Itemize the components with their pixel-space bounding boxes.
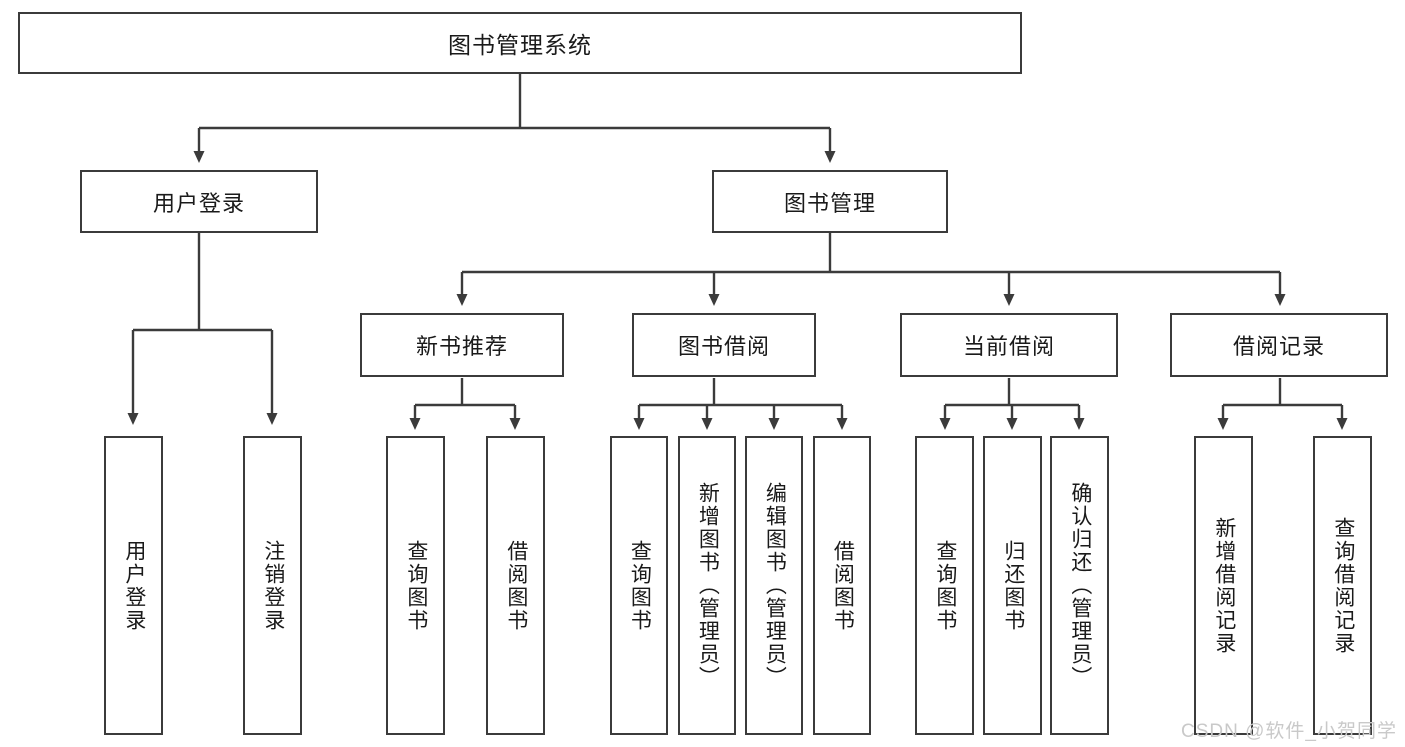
node-label: 新增图书（管理员）: [696, 482, 720, 689]
leaf-current-return-book[interactable]: 归还图书: [983, 436, 1042, 735]
leaf-borrow-query-book[interactable]: 查询图书: [610, 436, 668, 735]
leaf-user-logout[interactable]: 注销登录: [243, 436, 302, 735]
leaf-current-confirm-return-admin[interactable]: 确认归还（管理员）: [1050, 436, 1109, 735]
node-label: 查询图书: [933, 539, 957, 632]
node-book-borrow[interactable]: 图书借阅: [632, 313, 816, 377]
node-label: 查询借阅记录: [1331, 516, 1355, 655]
node-label: 查询图书: [404, 539, 428, 632]
leaf-borrow-edit-book-admin[interactable]: 编辑图书（管理员）: [745, 436, 803, 735]
node-label: 图书管理系统: [448, 32, 592, 58]
node-label: 借阅记录: [1232, 334, 1325, 359]
node-label: 查询图书: [628, 539, 652, 632]
leaf-borrow-add-book-admin[interactable]: 新增图书（管理员）: [678, 436, 736, 735]
node-label: 归还图书: [1001, 539, 1025, 632]
node-label: 图书借阅: [677, 334, 770, 359]
node-label: 确认归还（管理员）: [1068, 482, 1092, 689]
node-book-management[interactable]: 图书管理: [712, 170, 948, 233]
node-label: 编辑图书（管理员）: [763, 482, 787, 689]
leaf-current-query-book[interactable]: 查询图书: [915, 436, 974, 735]
node-label: 新增借阅记录: [1212, 516, 1236, 655]
node-label: 新书推荐: [415, 334, 508, 359]
node-label: 当前借阅: [962, 334, 1055, 359]
watermark: CSDN @软件_小贺同学: [1181, 721, 1397, 742]
node-user-login[interactable]: 用户登录: [80, 170, 318, 233]
node-new-book-recommend[interactable]: 新书推荐: [360, 313, 564, 377]
leaf-record-add-borrow-record[interactable]: 新增借阅记录: [1194, 436, 1253, 735]
node-current-borrow[interactable]: 当前借阅: [900, 313, 1118, 377]
node-label: 图书管理: [783, 190, 876, 216]
node-label: 用户登录: [152, 190, 245, 216]
leaf-recommend-borrow-book[interactable]: 借阅图书: [486, 436, 545, 735]
node-label: 注销登录: [261, 539, 285, 632]
node-borrow-record[interactable]: 借阅记录: [1170, 313, 1388, 377]
node-label: 用户登录: [122, 539, 146, 632]
leaf-borrow-borrow-book[interactable]: 借阅图书: [813, 436, 871, 735]
node-root-system[interactable]: 图书管理系统: [18, 12, 1022, 74]
leaf-user-login[interactable]: 用户登录: [104, 436, 163, 735]
leaf-recommend-query-book[interactable]: 查询图书: [386, 436, 445, 735]
node-label: 借阅图书: [504, 539, 528, 632]
leaf-record-query-borrow-record[interactable]: 查询借阅记录: [1313, 436, 1372, 735]
node-label: 借阅图书: [831, 539, 855, 632]
